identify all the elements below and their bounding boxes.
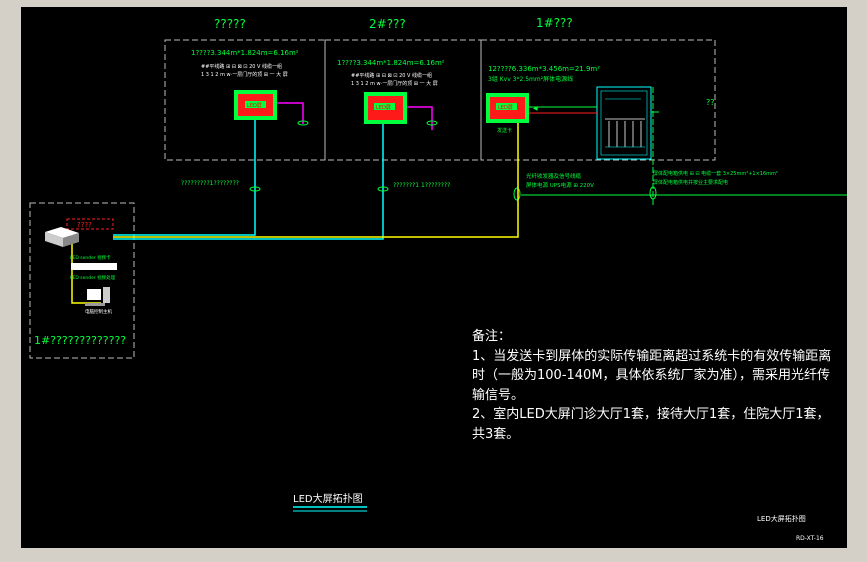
video-card-device-icon bbox=[71, 263, 117, 270]
far-right-mark: ?? bbox=[706, 98, 715, 107]
led-screen-mid: LED屏 bbox=[364, 92, 407, 124]
zone-mid-title: 2#??? bbox=[369, 17, 406, 31]
sender-card-label: 发送卡 bbox=[497, 127, 512, 134]
left-screen-dims: 1????3.344m*1.824m=6.16m² bbox=[191, 49, 299, 57]
left-screen-spec2: 1 3 1 2 m w·一层门厅的顶 ⊞ 一 大 屏 bbox=[201, 71, 288, 78]
left-cable-marker bbox=[249, 186, 261, 192]
right-screen-spec1: 3组 Kvv 3*2.5mm²屏体电源线 bbox=[488, 75, 573, 83]
left-power-marker bbox=[297, 120, 309, 126]
right-note-2: 屏体电源 UPS电源 ⊞ 220V bbox=[526, 181, 594, 189]
switch-device-icon bbox=[45, 227, 79, 247]
topology-diagram: ????? 2#??? 1#??? ?? 1????3.344m*1.824m=… bbox=[29, 16, 847, 542]
computer-icon bbox=[85, 287, 110, 306]
led-screen-left-label: LED屏 bbox=[247, 103, 262, 109]
cabinet-marker bbox=[649, 186, 657, 200]
mid-power-marker bbox=[426, 120, 438, 126]
mid-screen-spec1: ##平线路 ⊞ ⊟ ⊠ ⊡ 20 V 线缆一组 bbox=[351, 72, 432, 79]
right-note-1: 光纤收发器及信号线缆 bbox=[526, 172, 582, 180]
far-right-note-2: 屏体配电箱供电并按业主要求配电 bbox=[653, 179, 728, 186]
cad-drawing-canvas: ????? 2#??? 1#??? ?? 1????3.344m*1.824m=… bbox=[21, 7, 847, 548]
mid-screen-spec2: 1 3 1 2 m w·一层门厅的顶 ⊞ 一 大 屏 bbox=[351, 80, 438, 87]
far-right-note-1: 屏体配电箱供电 ⊞ ⊟ 电缆一套 3×25mm²+1×16mm² bbox=[653, 170, 778, 177]
mid-screen-dims: 1????3.344m*1.824m=6.16m² bbox=[337, 59, 445, 67]
notes-title: 备注： bbox=[472, 329, 512, 344]
device-label-2: LED sender 视频处理 bbox=[70, 274, 116, 281]
bottom-cable-mid-label: ???????1 1???????? bbox=[393, 182, 450, 189]
zone-right-box bbox=[480, 39, 716, 161]
control-room-box bbox=[29, 202, 135, 359]
led-screen-right-label: LED屏 bbox=[498, 105, 513, 111]
room-label: 1#????????????? bbox=[34, 334, 126, 347]
room-label-box bbox=[66, 218, 114, 230]
drawing-title: LED大屏拓扑图 bbox=[293, 492, 363, 505]
zone-left-title: ????? bbox=[214, 17, 246, 31]
left-screen-spec1: ##平线路 ⊞ ⊟ ⊠ ⊡ 20 V 线缆一组 bbox=[201, 63, 282, 70]
zone-boxes bbox=[29, 39, 716, 359]
notes-block: 备注： 1、当发送卡到屏体的实际传输距离超过系统卡的有效传输距离时（一般为100… bbox=[472, 327, 842, 444]
title-block-name: LED大屏拓扑图 bbox=[757, 514, 806, 523]
bottom-cable-left-label: ?????????1???????? bbox=[181, 180, 239, 187]
right-screen-dims: 12????6.336m*3.456m=21.9m² bbox=[488, 65, 600, 73]
device-label-1: LED sender 视频卡 bbox=[70, 254, 111, 261]
led-screen-right: LED屏 bbox=[486, 93, 529, 123]
notes-line-1: 1、当发送卡到屏体的实际传输距离超过系统卡的有效传输距离时（一般为100-140… bbox=[472, 348, 832, 403]
right-screen-marker bbox=[513, 187, 521, 201]
mid-cable-marker bbox=[377, 186, 389, 192]
title-block-number: RD-XT-16 bbox=[796, 535, 824, 542]
notes-line-2: 2、室内LED大屏门诊大厅1套，接待大厅1套，住院大厅1套，共3套。 bbox=[472, 407, 830, 442]
led-screen-mid-label: LED屏 bbox=[376, 105, 391, 111]
signal-cables bbox=[71, 120, 519, 304]
power-lines bbox=[277, 102, 433, 130]
led-screen-left: LED屏 bbox=[234, 90, 277, 120]
device-label-3: 电脑控制主机 bbox=[85, 308, 112, 315]
device-label-top: ???? bbox=[77, 221, 92, 229]
power-cabinet bbox=[596, 86, 652, 160]
cabinet-arrow: ◀ bbox=[533, 105, 538, 112]
zone-right-title: 1#??? bbox=[536, 16, 573, 30]
